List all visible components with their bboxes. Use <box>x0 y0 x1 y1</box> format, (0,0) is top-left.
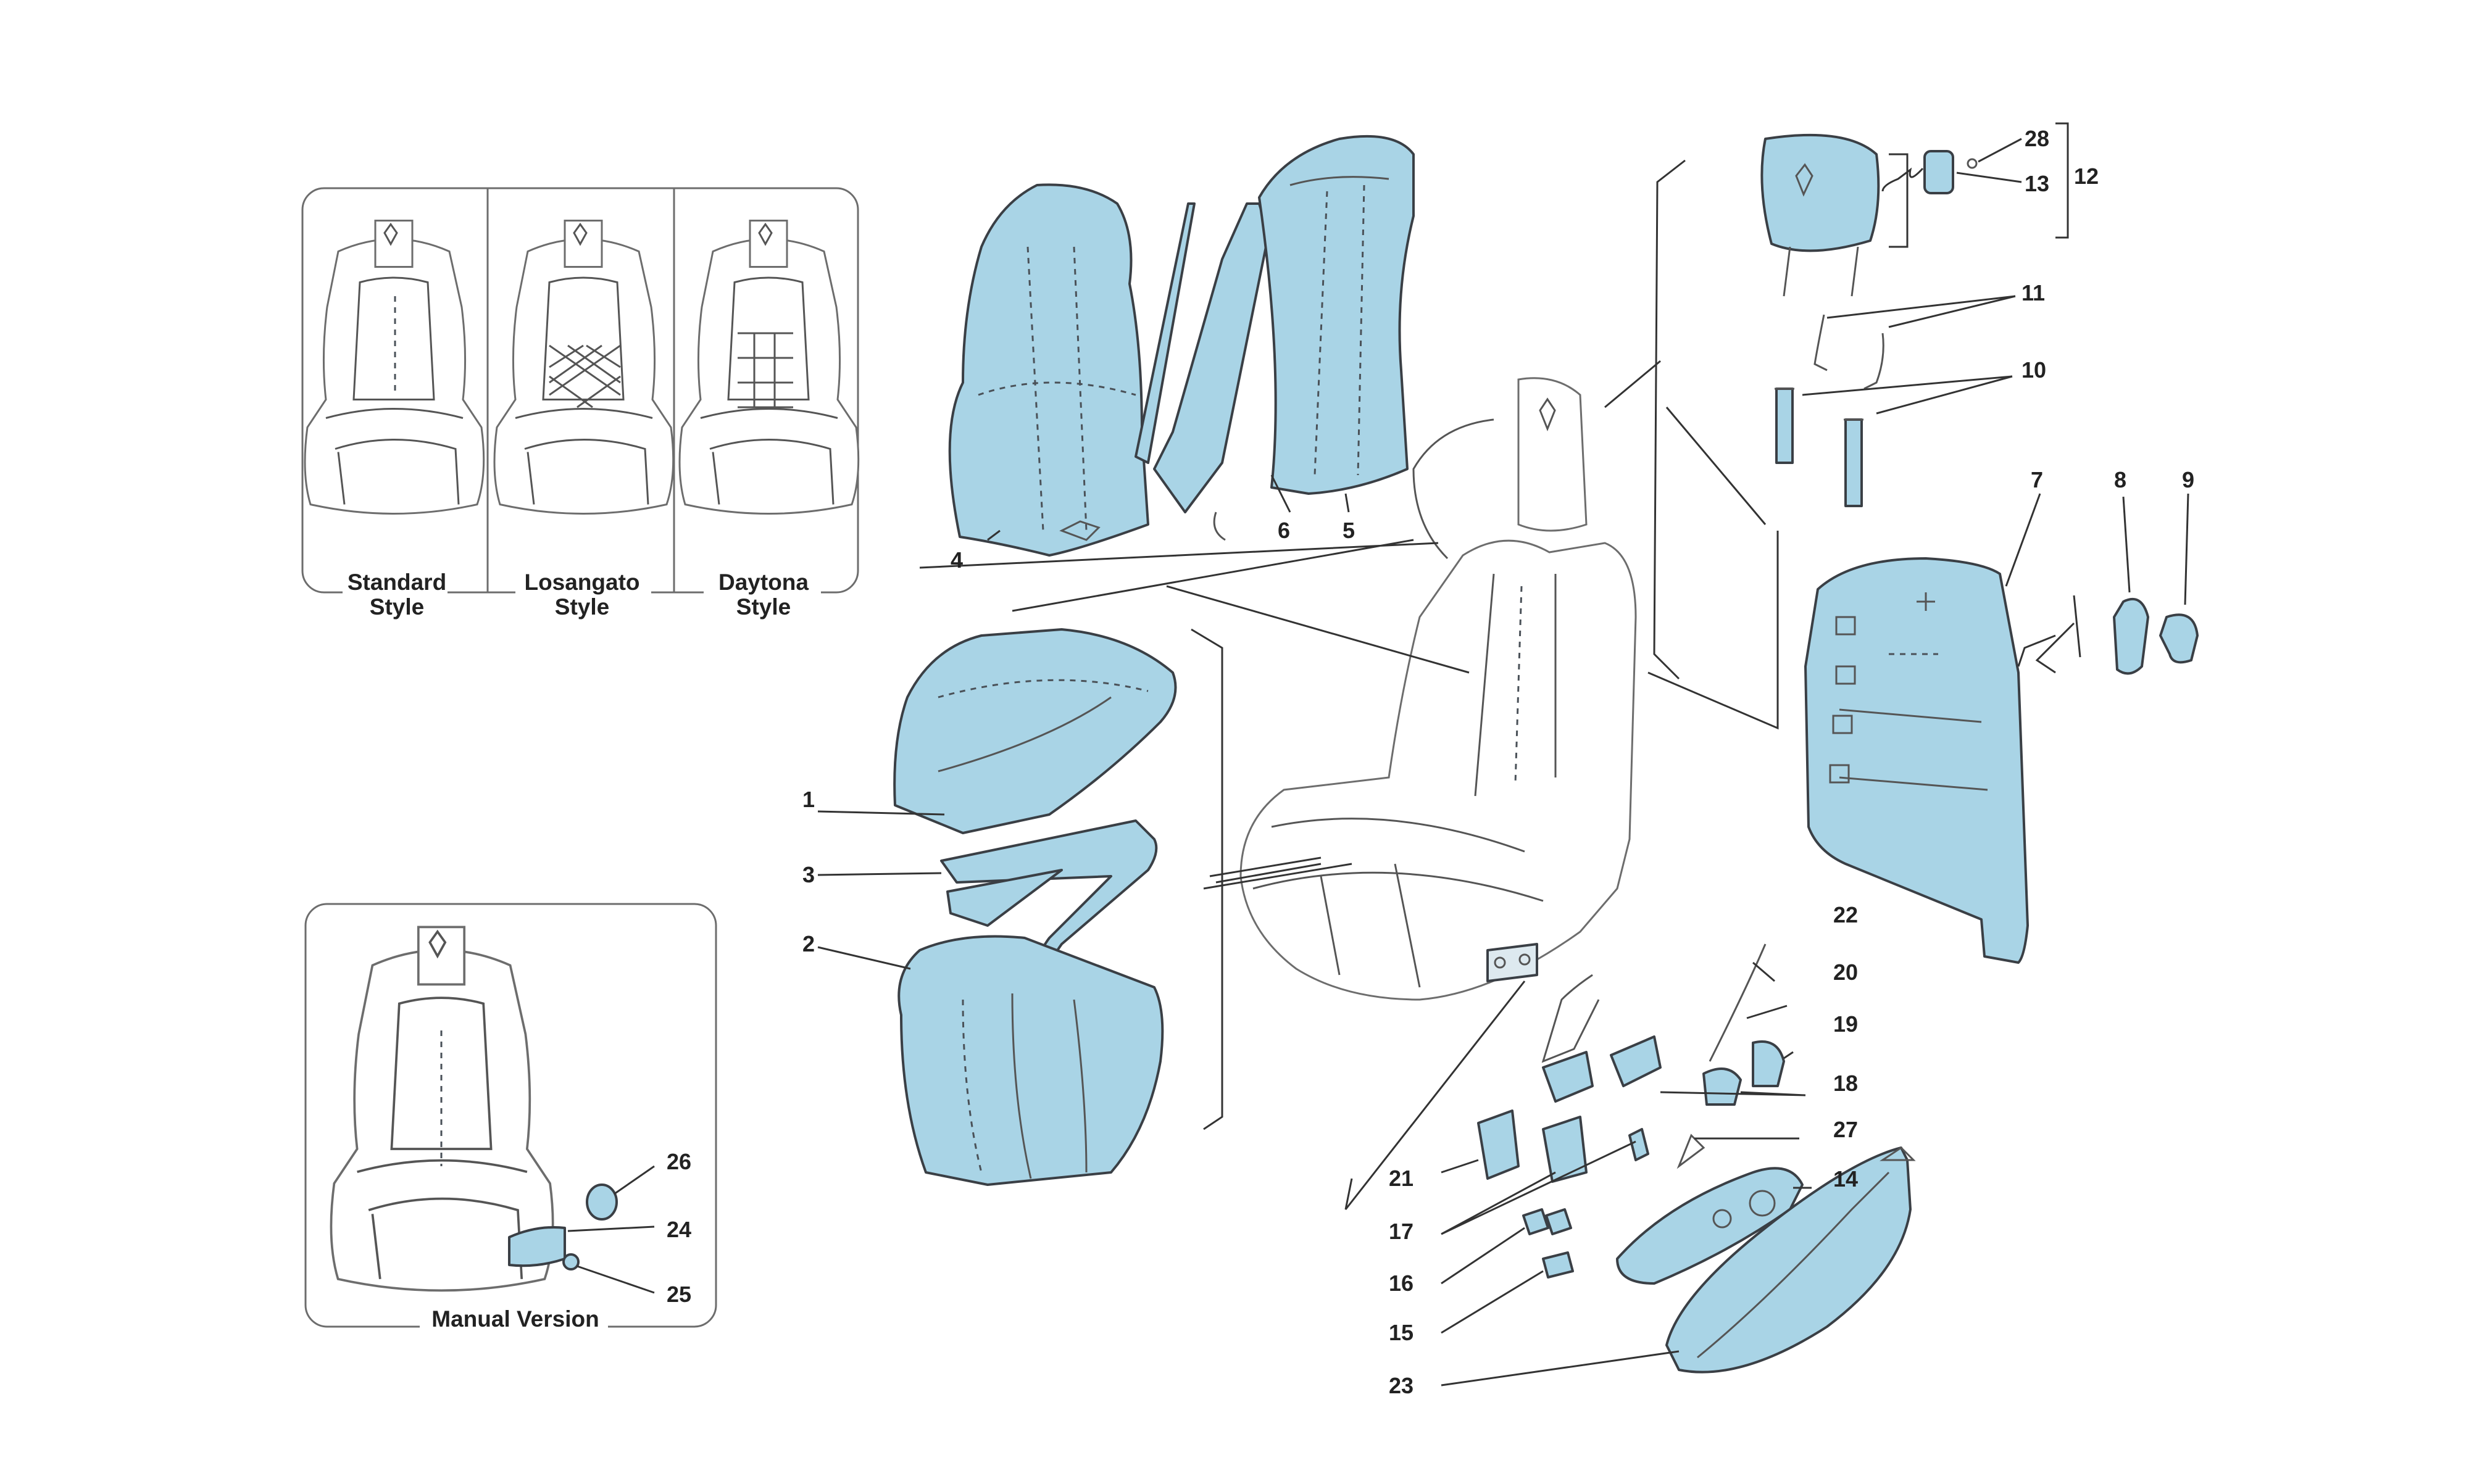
daytona-style-label: Daytona Style <box>704 570 821 620</box>
callout-21: 21 <box>1389 1166 1414 1191</box>
callout-12: 12 <box>2074 164 2099 189</box>
callout-16: 16 <box>1389 1271 1414 1296</box>
callout-28: 28 <box>2025 126 2049 151</box>
manual-version-caption: Manual Version <box>431 1306 599 1332</box>
daytona-style-label-line1: Daytona <box>718 570 809 595</box>
losangato-style-label-line2: Style <box>555 594 609 620</box>
callout-3: 3 <box>802 862 815 887</box>
part-19-switch-cover <box>1752 1040 1785 1087</box>
part-6-padding <box>1135 202 1270 541</box>
callout-9: 9 <box>2182 467 2194 492</box>
part-28-screw <box>1967 158 1978 169</box>
part-24-lever <box>508 1226 566 1267</box>
central-seat-assembly <box>1239 377 1637 1001</box>
part-15-button <box>1542 1251 1574 1279</box>
post-right <box>1844 418 1863 507</box>
part-7-backrest-shell <box>1804 557 2029 964</box>
daytona-style-seat <box>678 219 860 515</box>
standard-style-label-line1: Standard <box>348 570 446 595</box>
part-26-knob <box>586 1183 618 1221</box>
standard-style-label: Standard Style <box>343 570 448 620</box>
part-13-headrest-bezel <box>1923 150 1954 194</box>
part-16-buttons <box>1522 1208 1572 1235</box>
callout-2: 2 <box>802 931 815 956</box>
callout-18: 18 <box>1833 1071 1858 1096</box>
callout-20: 20 <box>1833 960 1858 985</box>
assembly-lines <box>919 159 2081 1210</box>
part-9-cover-cap <box>2159 613 2199 664</box>
callout-10: 10 <box>2021 357 2046 383</box>
style-panel: Standard Style Losangato Style Daytona S… <box>301 187 860 620</box>
callout-25: 25 <box>667 1282 691 1307</box>
losangato-style-label-line1: Losangato <box>524 570 639 595</box>
callout-5: 5 <box>1343 518 1355 543</box>
losangato-style-label: Losangato Style <box>515 570 651 620</box>
part-18-switch-b <box>1702 1067 1742 1106</box>
callout-1: 1 <box>802 787 815 812</box>
callout-4: 4 <box>951 547 963 573</box>
callout-19: 19 <box>1833 1011 1858 1037</box>
part-11-guide-wires <box>1813 314 1884 390</box>
part-17-control-unit <box>1542 1116 1588 1183</box>
part-14-control-panel <box>1616 1167 1804 1285</box>
part-18-switch-a <box>1610 1035 1662 1087</box>
callout-13: 13 <box>2025 171 2049 196</box>
callout-15: 15 <box>1389 1320 1414 1345</box>
switch-components <box>1477 943 1916 1374</box>
part-4-backrest-cover <box>948 183 1149 557</box>
daytona-style-label-line2: Style <box>736 594 791 620</box>
callout-22: 22 <box>1833 902 1858 927</box>
part-5-backrest-foam <box>1258 135 1415 495</box>
callout-17: 17 <box>1389 1219 1414 1244</box>
callout-8: 8 <box>2114 467 2126 492</box>
callout-14: 14 <box>1833 1166 1858 1192</box>
part-27-screw <box>1676 1134 1705 1169</box>
part-8-trim-panel <box>2113 598 2149 675</box>
callout-7: 7 <box>2031 467 2043 492</box>
post-left <box>1775 388 1794 464</box>
part-1-seat-cushion-cover <box>893 628 1177 834</box>
callout-labels: 1 3 2 4 6 5 7 8 9 10 11 12 13 28 22 20 1… <box>667 126 2194 1398</box>
seat-side-switch-cluster <box>1486 943 1538 982</box>
callout-6: 6 <box>1278 518 1290 543</box>
callout-27: 27 <box>1833 1117 1858 1142</box>
part-20-harness <box>1541 943 1767 1063</box>
callout-leaders <box>817 122 2189 1387</box>
standard-style-label-line2: Style <box>370 594 424 620</box>
part-25-cap <box>562 1253 580 1271</box>
standard-style-seat <box>304 219 485 515</box>
part-17-clip <box>1628 1128 1649 1161</box>
callout-11: 11 <box>2021 280 2045 305</box>
part-10-headrest-posts <box>1775 388 1863 507</box>
losangato-style-seat <box>493 219 675 515</box>
part-22-connector <box>1542 1051 1594 1103</box>
part-2-seat-cushion-foam <box>897 935 1164 1186</box>
callout-26: 26 <box>667 1149 691 1174</box>
part-12-headrest <box>1760 133 1978 297</box>
callout-24: 24 <box>667 1217 691 1242</box>
callout-23: 23 <box>1389 1373 1414 1398</box>
part-21-switch-housing <box>1477 1109 1520 1180</box>
manual-version-panel: Manual Version <box>304 903 717 1334</box>
